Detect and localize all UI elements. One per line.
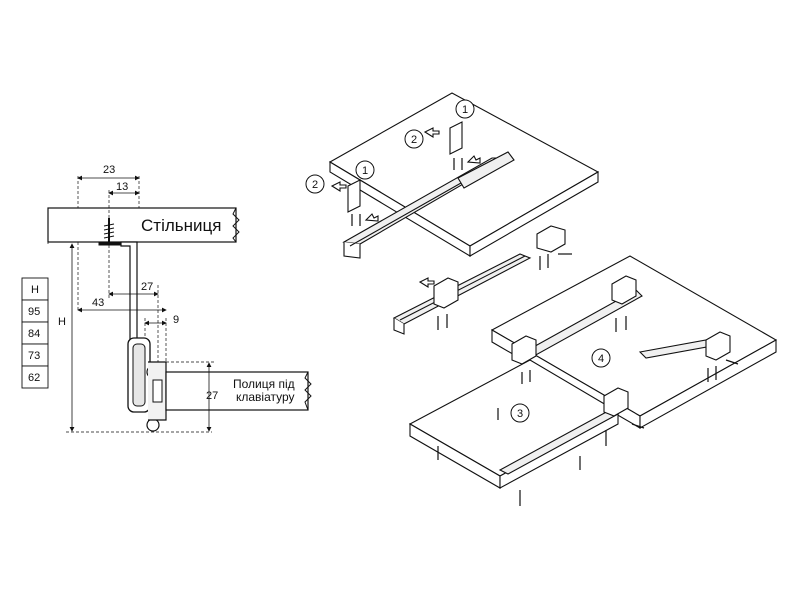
dim-43: 43 [92,297,104,309]
step-number: 3 [517,408,523,420]
dim-27-horizontal: 27 [141,281,153,293]
cross-section [47,175,312,433]
step1-countertop-assembly [328,92,600,270]
step-number: 1 [362,165,368,177]
keyboard-shelf-label-line2: клавіатуру [236,390,295,404]
height-table [21,277,49,389]
step-number: 2 [411,134,417,146]
countertop-label: Стільниця [141,216,221,235]
dim-13: 13 [116,181,128,193]
step-markers [305,99,611,423]
dim-23: 23 [103,164,115,176]
dim-h: H [58,316,66,328]
height-table-header: H [31,284,39,296]
step3-4-assembly [408,255,778,506]
step-number: 4 [598,353,604,365]
countertop-board [47,207,237,243]
slide-rail-detail [392,253,532,335]
height-table-row: 84 [28,328,40,340]
mounting-bracket [120,241,138,341]
step-number: 2 [312,179,318,191]
keyboard-shelf-board [165,371,309,411]
height-table-row: 73 [28,350,40,362]
height-table-row: 95 [28,306,40,318]
dim-27-vertical: 27 [206,390,218,402]
keyboard-shelf-label-line1: Полиця під [233,377,295,391]
dim-9: 9 [173,314,179,326]
step-number: 1 [462,104,468,116]
height-table-row: 62 [28,372,40,384]
